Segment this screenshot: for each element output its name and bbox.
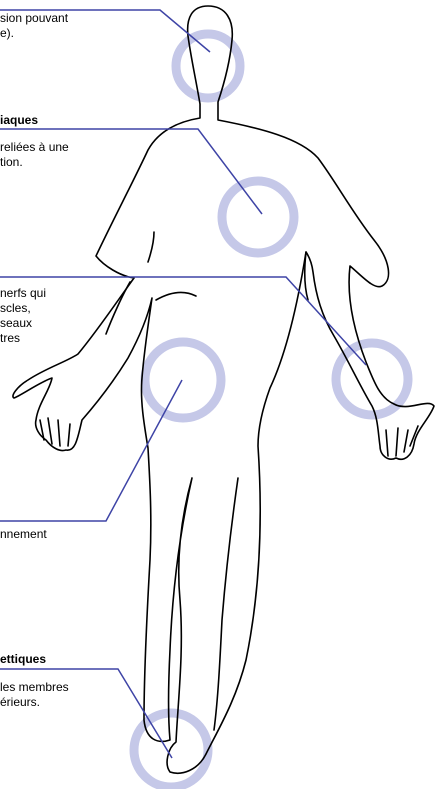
hip-callout-line-1: nnement	[0, 527, 47, 542]
feet-callout-line-2: érieurs.	[0, 695, 40, 710]
heart-callout-title: iaques	[0, 113, 38, 128]
head-callout-line-1: sion pouvant	[0, 11, 68, 26]
heart-callout-line-1: reliées à une	[0, 140, 69, 155]
hip-highlight-ring	[145, 342, 221, 418]
chest-highlight-ring	[222, 181, 294, 253]
heart-callout-line-2: tion.	[0, 155, 23, 170]
nerves-callout-line-1: nerfs qui	[0, 286, 46, 301]
nerves-leader-line	[0, 277, 366, 365]
head-callout-line-2: e).	[0, 26, 14, 41]
nerves-callout-line-3: seaux	[0, 316, 32, 331]
right-hand-highlight-ring	[336, 343, 408, 415]
nerves-callout-line-4: tres	[0, 331, 20, 346]
feet-callout-title: ettiques	[0, 652, 46, 667]
feet-callout-line-1: les membres	[0, 680, 69, 695]
nerves-callout-line-2: scles,	[0, 301, 31, 316]
head-highlight-ring	[176, 34, 240, 98]
